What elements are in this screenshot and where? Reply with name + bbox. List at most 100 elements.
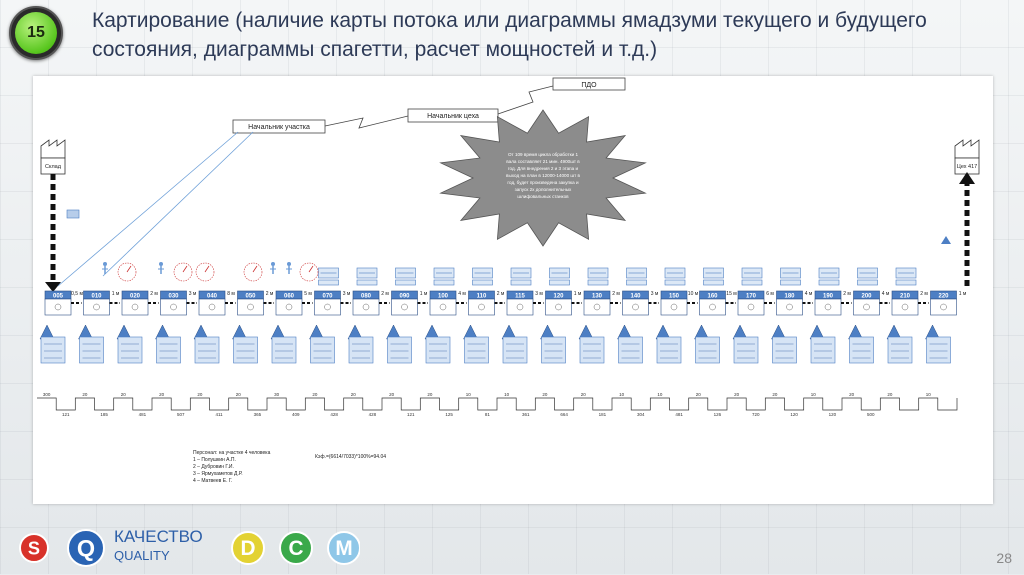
logo-letter-c: C	[279, 531, 313, 565]
customer-shop: Цех 417	[954, 139, 980, 175]
process-box: 200	[853, 290, 880, 316]
operator-icon	[670, 303, 678, 311]
transfer-time: 0,5 м	[71, 291, 83, 297]
operator-icon	[131, 303, 139, 311]
process-data-box	[618, 336, 643, 364]
cycle-gauge-icon	[173, 262, 193, 282]
process-code: 150	[669, 293, 680, 299]
logo-letter-m: M	[327, 531, 361, 565]
kanban-post	[895, 267, 917, 286]
process-box: 130	[583, 290, 611, 316]
kanban-post	[741, 267, 763, 286]
timeline-wait-value: 30	[274, 392, 280, 397]
transfer-time: 15 м	[726, 291, 737, 297]
process-code: 050	[245, 293, 256, 299]
process-data-box	[849, 336, 874, 364]
process-data-box	[810, 336, 836, 364]
efficiency-note: Кэф.=(6614/7033)*100%=94.04	[315, 454, 386, 460]
operator-icon	[863, 303, 870, 311]
operator-icon	[747, 303, 755, 311]
timeline-process-value: 125	[445, 412, 453, 417]
process-data-box	[194, 336, 220, 364]
process-box: 210	[891, 290, 919, 316]
process-data-box	[348, 336, 374, 364]
transfer-time: 2 м	[843, 291, 851, 297]
operator-icon	[516, 303, 524, 311]
kanban-post	[664, 267, 686, 286]
process-code: 115	[515, 293, 525, 299]
timeline-process-value: 81	[485, 412, 491, 417]
timeline-process-value: 120	[829, 412, 837, 417]
transfer-time: 3 м	[651, 291, 659, 297]
timeline-wait-value: 10	[657, 392, 663, 397]
timeline-wait-value: 20	[197, 392, 203, 397]
operator-person-icon	[270, 262, 276, 274]
ppc-label: ПДО	[581, 82, 597, 89]
supplier-warehouse-label: Склад	[45, 164, 62, 170]
timeline-process-value: 428	[330, 412, 338, 417]
process-data-box	[156, 336, 181, 364]
kanban-post	[356, 267, 378, 286]
supplier-warehouse: Склад	[40, 139, 66, 175]
timeline-wait-value: 10	[811, 392, 817, 397]
process-box: 010	[83, 290, 110, 316]
info-line-shop-ppc	[497, 85, 554, 115]
process-code: 190	[823, 293, 834, 299]
process-code: 090	[399, 293, 410, 299]
timeline-wait-value: 20	[236, 392, 242, 397]
kanban-post	[857, 267, 878, 286]
timeline-process-value: 365	[254, 412, 262, 417]
transfer-time: 8 м	[227, 291, 235, 297]
timeline-wait-value: 10	[466, 392, 472, 397]
timeline-process-value: 481	[675, 412, 683, 417]
customer-shop-label: Цех 417	[957, 164, 977, 170]
lead-time-ladder: 3001212018520481205072041120365304092042…	[37, 392, 958, 417]
process-data-box	[926, 336, 951, 364]
timeline-process-value: 121	[62, 412, 70, 417]
process-box: 090	[391, 290, 418, 316]
process-data-box	[425, 336, 451, 364]
transfer-time: 2 м	[266, 291, 274, 297]
transfer-time: 1 м	[959, 291, 967, 297]
kaizen-burst	[439, 109, 647, 247]
process-box: 005	[44, 290, 72, 316]
timeline-process-value: 361	[522, 412, 530, 417]
operator-icon	[401, 303, 408, 311]
operator-person-icon	[286, 262, 292, 274]
timeline-process-value: 411	[216, 412, 224, 417]
process-code: 010	[91, 293, 102, 299]
timeline-process-value: 428	[369, 412, 377, 417]
logo-letter-text: C	[288, 537, 303, 560]
timeline-process-value: 181	[599, 412, 607, 417]
transfer-time: 4 м	[882, 291, 890, 297]
process-code: 080	[361, 293, 372, 299]
process-box: 110	[468, 290, 495, 316]
timeline-process-value: 720	[752, 412, 760, 417]
process-code: 005	[53, 293, 64, 299]
process-data-box	[772, 336, 797, 364]
transfer-time: 1 м	[420, 291, 428, 297]
process-code: 180	[784, 293, 795, 299]
transfer-time: 2 м	[381, 291, 389, 297]
timeline-wait-value: 20	[849, 392, 855, 397]
operator-icon	[439, 303, 447, 311]
operator-icon	[901, 303, 909, 311]
process-box: 150	[660, 290, 688, 316]
logo-letter-text: S	[28, 538, 40, 558]
cycle-gauge-icon	[243, 262, 263, 282]
ppc-box: ПДО	[552, 77, 626, 91]
timeline-wait-value: 20	[351, 392, 357, 397]
operator-icon	[593, 303, 601, 311]
operator-icon	[93, 303, 100, 311]
operator-icon	[54, 303, 62, 311]
operator-icon	[824, 303, 832, 311]
section-head-label: Начальник участка	[248, 124, 310, 131]
kanban-post	[703, 267, 724, 286]
shop-head-label: Начальник цеха	[427, 113, 479, 120]
logo-letter-q: Q	[67, 529, 105, 567]
logo-letter-text: D	[240, 537, 255, 560]
process-data-box	[541, 336, 566, 364]
kanban-post	[318, 267, 339, 286]
timeline-wait-value: 20	[312, 392, 318, 397]
info-line-down-1	[57, 131, 239, 287]
